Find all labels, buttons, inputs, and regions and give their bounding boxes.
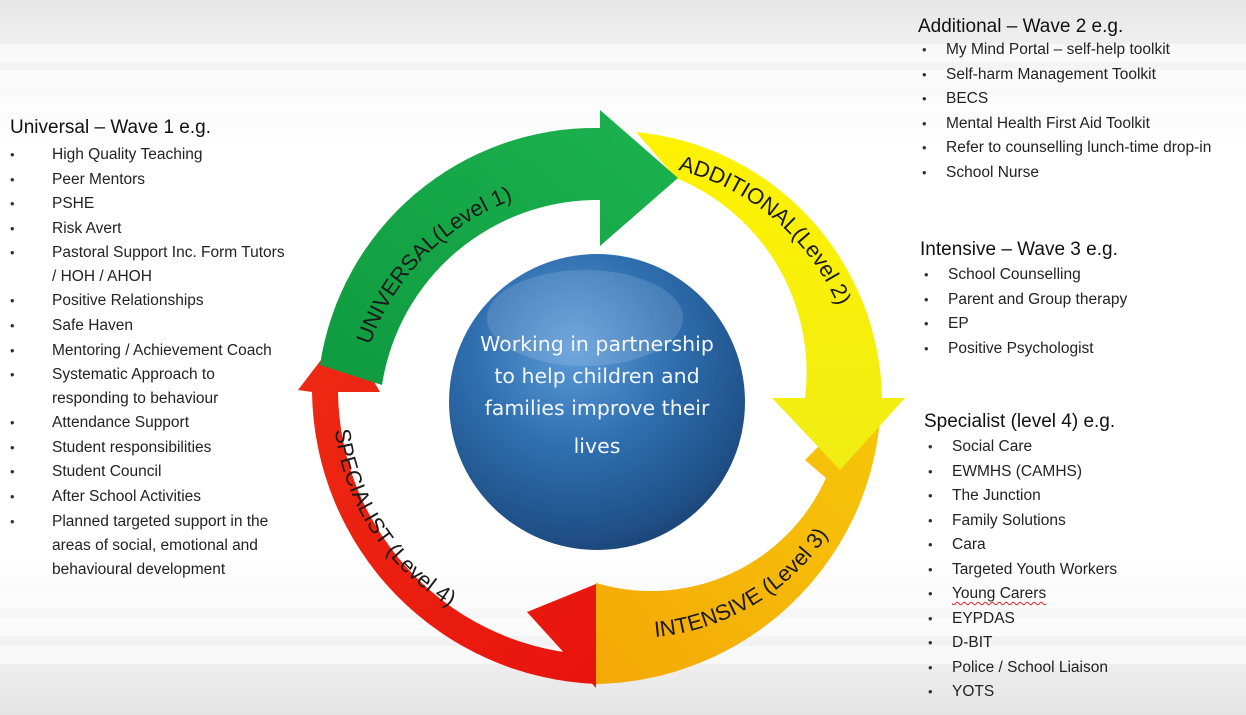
wave2-title: Additional – Wave 2 e.g.: [918, 16, 1124, 37]
list-item: •Targeted Youth Workers: [928, 560, 1118, 578]
list-item: •Pastoral Support Inc. Form Tutors/ HOH …: [10, 244, 285, 286]
center-text-line-1: Working in partnership: [480, 332, 714, 356]
ring-segment-orange: [596, 385, 880, 684]
list-item: •Safe Haven: [10, 316, 133, 334]
list-item: •Attendance Support: [10, 414, 190, 432]
wave3-panel: Intensive – Wave 3 e.g. •School Counsell…: [920, 239, 1240, 361]
center-sphere: [449, 254, 745, 550]
center-text-line-3: families improve their: [485, 396, 710, 420]
list-item: •School Nurse: [922, 163, 1040, 181]
list-item: •The Junction: [928, 487, 1041, 504]
center-sphere-highlight: [487, 270, 683, 366]
list-item: •Family Solutions: [928, 511, 1066, 529]
level4-list: •Social Care •EWMHS (CAMHS) •The Junctio…: [924, 435, 1240, 705]
list-item: •Refer to counselling lunch-time drop-in: [922, 139, 1212, 156]
list-item: •Student responsibilities: [10, 438, 212, 456]
list-item: •Mentoring / Achievement Coach: [10, 341, 272, 359]
list-item: •EP: [924, 315, 969, 332]
wave2-list: •My Mind Portal – self-help toolkit •Sel…: [918, 38, 1244, 185]
level4-panel: Specialist (level 4) e.g. •Social Care •…: [924, 411, 1240, 705]
center-text-line-2: to help children and: [494, 364, 699, 388]
wave3-list: •School Counselling •Parent and Group th…: [920, 263, 1240, 361]
list-item: •Young Carers: [928, 585, 1047, 602]
list-item: •School Counselling: [924, 266, 1081, 283]
list-item: •Peer Mentors: [10, 170, 146, 188]
center-text-line-4: lives: [574, 434, 621, 458]
list-item: •BECS: [922, 90, 989, 107]
wave1-list: •High Quality Teaching •Peer Mentors •PS…: [10, 143, 330, 582]
list-item: •Risk Avert: [10, 219, 122, 237]
list-item: •Self-harm Management Toolkit: [922, 65, 1156, 83]
ring-segment-green: [320, 110, 678, 385]
list-item: •Student Council: [10, 463, 162, 481]
list-item: •EWMHS (CAMHS): [928, 462, 1083, 480]
list-item: •After School Activities: [10, 487, 202, 505]
ring-segment-yellow: [636, 132, 905, 470]
list-item: •YOTS: [928, 683, 995, 700]
wave1-title: Universal – Wave 1 e.g.: [10, 117, 211, 138]
list-item: •Police / School Liaison: [928, 658, 1108, 676]
wave2-panel: Additional – Wave 2 e.g. •My Mind Portal…: [918, 16, 1244, 185]
list-item: •D-BIT: [928, 634, 993, 651]
wave3-title: Intensive – Wave 3 e.g.: [920, 239, 1118, 260]
list-item: •Mental Health First Aid Toolkit: [922, 114, 1150, 132]
list-item: •PSHE: [10, 195, 95, 213]
list-item: •Cara: [928, 536, 986, 553]
list-item: •High Quality Teaching: [10, 146, 203, 163]
list-item: •Positive Relationships: [10, 292, 204, 310]
level4-title: Specialist (level 4) e.g.: [924, 411, 1116, 432]
list-item: •My Mind Portal – self-help toolkit: [922, 41, 1170, 58]
list-item: •Social Care: [928, 438, 1033, 455]
list-item: •Positive Psychologist: [924, 339, 1094, 357]
wave1-panel: Universal – Wave 1 e.g. •High Quality Te…: [10, 117, 330, 582]
list-item: •EYPDAS: [928, 609, 1015, 627]
list-item: •Parent and Group therapy: [924, 290, 1128, 308]
